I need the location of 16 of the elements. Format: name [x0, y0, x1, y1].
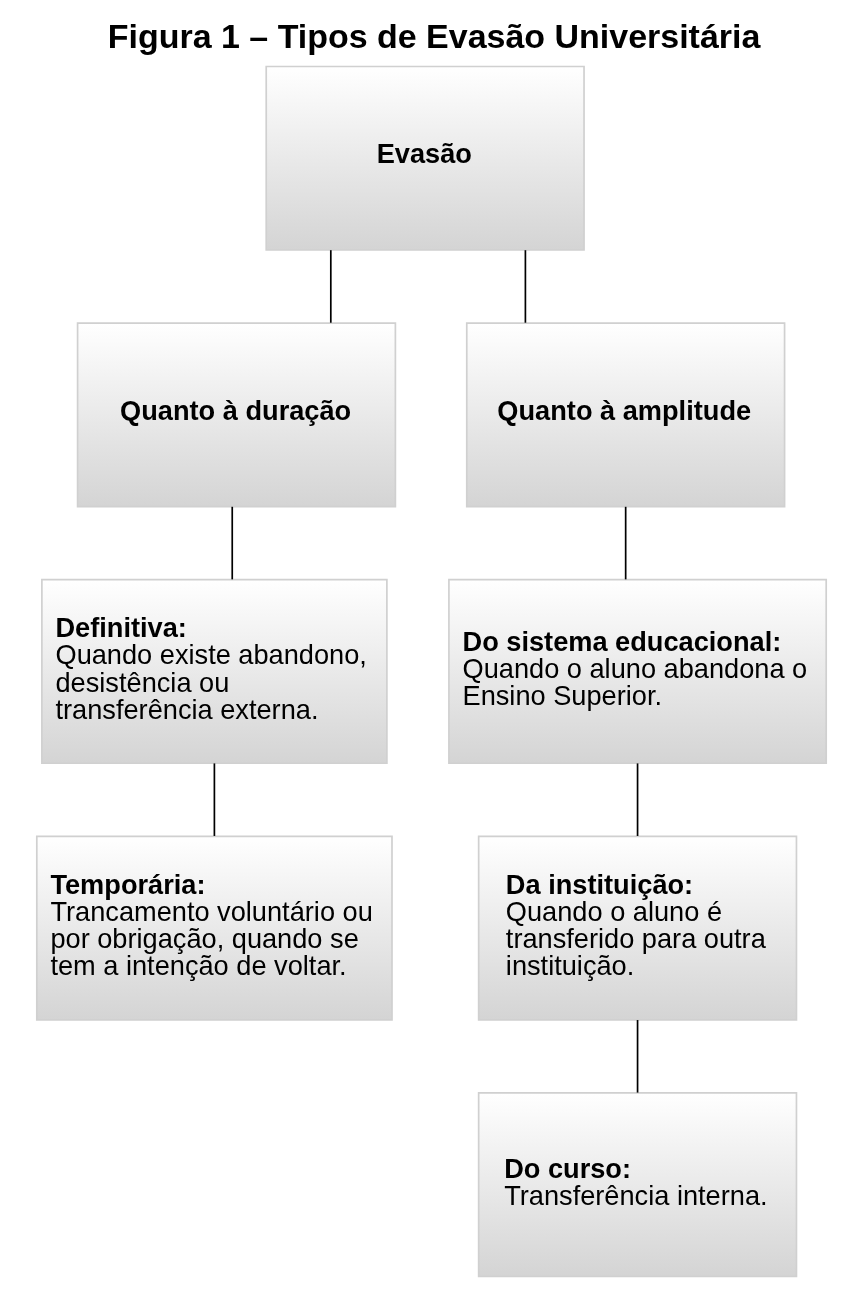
- diagram-title: Figura 1 – Tipos de Evasão Universitária: [107, 16, 761, 55]
- connector: [213, 762, 216, 837]
- node-box: Evasão: [265, 65, 585, 251]
- node-box: Do curso: Transferência interna.: [477, 1092, 798, 1278]
- node-box: Quanto à amplitude: [465, 322, 786, 508]
- node-box: Da instituição: Quando o aluno é transferido para outra instituição.: [477, 835, 798, 1021]
- node-box: Quanto à duração: [76, 322, 397, 508]
- connector: [524, 249, 527, 324]
- node-box: Temporária: Trancamento voluntário ou por obrigação, quando se tem a intenção de voltar.: [35, 835, 393, 1021]
- node-box: Definitiva: Quando existe abandono, desistência ou transferência externa.: [41, 578, 388, 765]
- connector: [624, 505, 627, 581]
- node-box: Do sistema educacional: Quando o aluno abandona o Ensino Superior.: [448, 578, 828, 765]
- connector: [636, 762, 639, 837]
- connector: [636, 1019, 639, 1094]
- connector: [329, 249, 332, 324]
- connector: [231, 505, 234, 581]
